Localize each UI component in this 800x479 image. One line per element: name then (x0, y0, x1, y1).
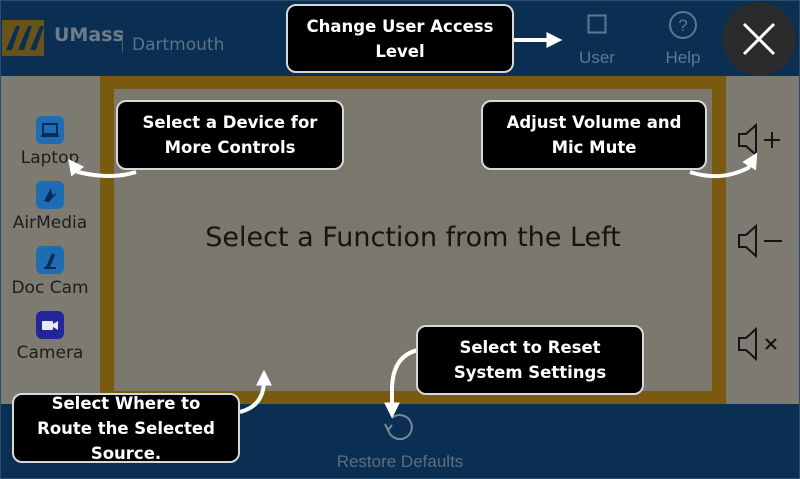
user-button[interactable]: User (567, 8, 627, 70)
source-label: Laptop (20, 148, 80, 168)
callout-access-level: Change User Access Level (286, 4, 514, 73)
laptop-icon (36, 116, 64, 144)
callout-route: Select Where to Route the Selected Sourc… (12, 393, 240, 463)
main-title: Select a Function from the Left (205, 222, 621, 253)
volume-down-icon (738, 223, 782, 259)
doc-cam-icon (36, 246, 64, 274)
volume-up-button[interactable] (736, 120, 788, 160)
restore-defaults-label[interactable]: Restore Defaults (336, 452, 464, 471)
source-airmedia[interactable]: AirMedia (0, 181, 100, 243)
svg-text:?: ? (678, 16, 687, 35)
help-button[interactable]: ? Help (653, 8, 713, 70)
help-label: Help (665, 48, 701, 67)
callout-device: Select a Device for More Controls (116, 100, 344, 170)
brand-primary: UMass (54, 24, 124, 46)
brand-secondary: Dartmouth (132, 35, 225, 55)
umass-logo-icon (2, 20, 44, 56)
close-button[interactable] (722, 2, 796, 76)
user-label: User (579, 48, 615, 67)
brand-divider (122, 30, 123, 52)
help-icon: ? (669, 11, 697, 39)
source-laptop[interactable]: Laptop (0, 116, 100, 178)
airmedia-icon (36, 181, 64, 209)
mute-button[interactable] (736, 324, 788, 364)
source-label: AirMedia (12, 213, 88, 233)
source-label: Doc Cam (11, 278, 89, 298)
camera-icon (36, 311, 64, 339)
source-camera[interactable]: Camera (0, 311, 100, 373)
close-icon (742, 22, 776, 56)
callout-volume: Adjust Volume and Mic Mute (481, 100, 707, 170)
volume-down-button[interactable] (736, 221, 788, 261)
callout-reset: Select to Reset System Settings (416, 325, 644, 395)
source-doc-cam[interactable]: Doc Cam (0, 246, 100, 308)
mute-icon (738, 326, 777, 362)
user-icon (587, 14, 607, 34)
source-label: Camera (16, 343, 84, 363)
restore-icon[interactable] (380, 408, 420, 448)
volume-up-icon (738, 122, 780, 158)
